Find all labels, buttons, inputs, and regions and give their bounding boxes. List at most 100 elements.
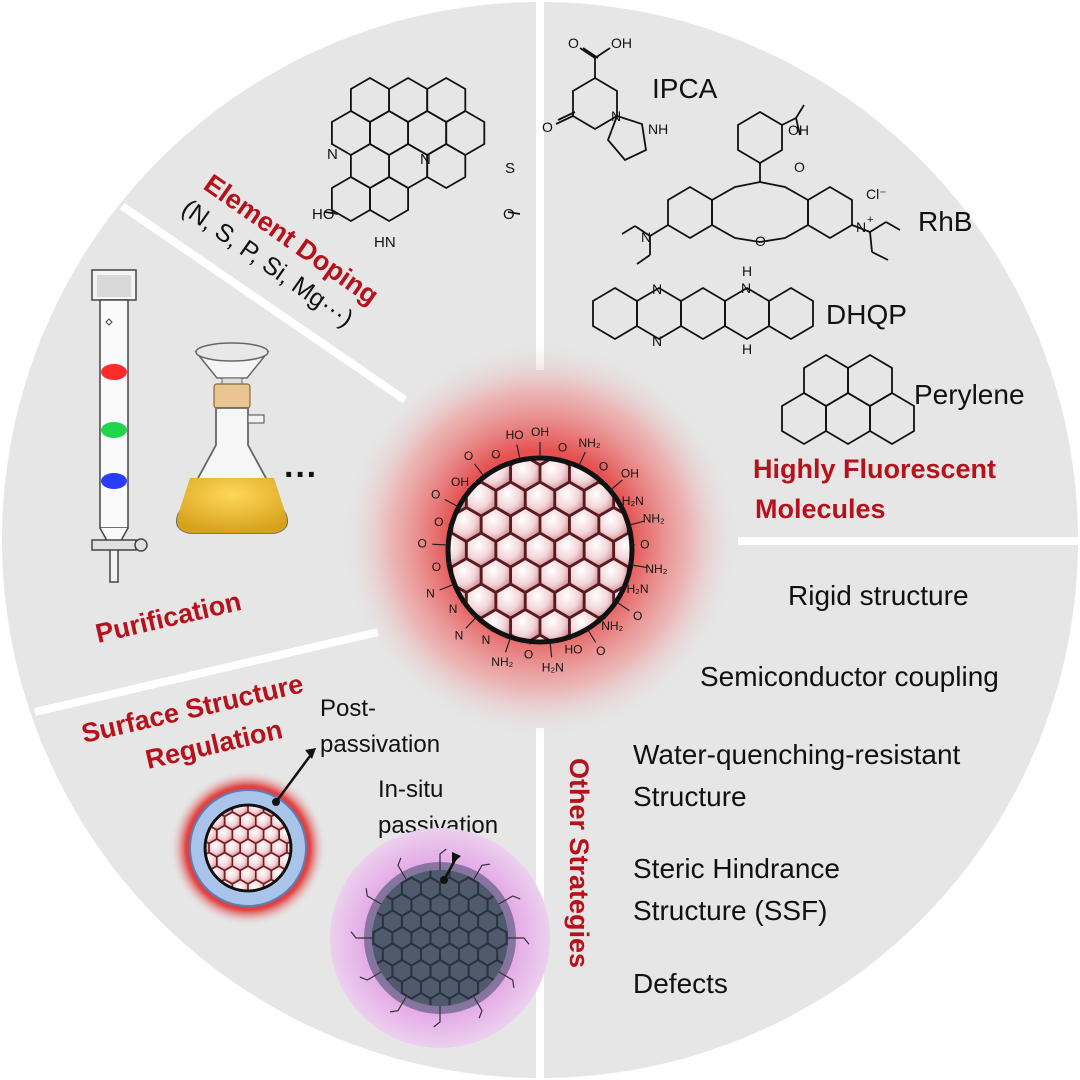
dhqp-structure <box>592 286 814 341</box>
core-bond <box>444 498 459 507</box>
doping-atom-s: S <box>505 160 515 177</box>
core-bond <box>595 474 598 477</box>
insitu-hexagon <box>430 992 450 1006</box>
rhb-structure <box>621 104 901 265</box>
core-bond <box>621 504 625 507</box>
core-functional-group: O <box>640 537 649 551</box>
ipca-atom-o: O <box>568 35 579 51</box>
core-functional-group: H₂N <box>627 582 649 596</box>
core-functional-group: O <box>599 459 608 473</box>
core-bond <box>467 488 470 491</box>
ipca-label: IPCA <box>652 73 718 104</box>
core-bond <box>629 520 645 526</box>
ipca-atom-n: N <box>611 108 621 124</box>
doping-atom-o: O <box>503 206 515 223</box>
core-functional-group: NH₂ <box>491 655 513 669</box>
fluorescent-molecules-section: O OH O N NH IPCA O OH N <box>542 35 1025 524</box>
post-hexagon <box>232 879 249 891</box>
insitu-ligand <box>473 863 490 880</box>
core-functional-group: NH₂ <box>579 436 601 450</box>
strategy-semiconductor-coupling: Semiconductor coupling <box>700 661 999 692</box>
doped-graphene-structure <box>324 76 521 223</box>
core-functional-group: O <box>558 441 567 455</box>
core-functional-group: H₂N <box>622 494 644 508</box>
rhb-atom-o: O <box>794 159 805 175</box>
core-bond <box>610 479 623 491</box>
core-functional-group: O <box>633 609 642 623</box>
purification-ellipsis: ··· <box>284 456 318 494</box>
core-bond <box>499 463 502 466</box>
core-functional-group: OH <box>621 467 639 481</box>
dhqp-label: DHQP <box>826 299 907 330</box>
insitu-ligand <box>498 895 521 905</box>
doping-group-hn: HN <box>374 234 396 251</box>
core-functional-group: O <box>524 647 533 661</box>
core-functional-group: OH <box>531 425 549 439</box>
insitu-ligand <box>397 857 407 880</box>
insitu-ligand <box>439 848 447 870</box>
rhb-label: RhB <box>918 206 972 237</box>
core-functional-group: O <box>464 449 473 463</box>
rhb-charge: + <box>867 214 873 226</box>
strategy-steric-hindrance-line1: Steric Hindrance <box>633 853 840 884</box>
rhb-atom-oh: OH <box>788 122 809 138</box>
core-functional-group: OH <box>451 475 469 489</box>
insitu-ligand <box>350 931 372 939</box>
core-functional-group: N <box>449 602 458 616</box>
rhb-counterion: Cl⁻ <box>866 186 887 202</box>
strategy-steric-hindrance-line2: Structure (SSF) <box>633 895 827 926</box>
doping-ring <box>369 175 410 223</box>
core-functional-group: O <box>431 488 440 502</box>
rhb-atom-n-plus: N <box>856 219 866 235</box>
insitu-ligand <box>498 971 515 988</box>
insitu-passivation-line1: In-situ <box>378 776 443 803</box>
core-functional-group: NH₂ <box>643 511 665 525</box>
core-bond <box>603 617 606 620</box>
core-bond <box>626 583 629 586</box>
core-bond <box>461 601 464 604</box>
post-passivation-line2: passivation <box>320 731 440 758</box>
doping-atom-n-pyridinic: N <box>327 146 338 163</box>
core-functional-group: NH₂ <box>645 562 667 576</box>
perylene-structure <box>781 353 915 446</box>
core-bond <box>616 601 630 612</box>
insitu-ligand <box>365 888 382 905</box>
core-functional-group: HO <box>506 428 524 442</box>
core-hexagon <box>524 634 556 642</box>
core-bond <box>448 524 451 526</box>
dhqp-atom-h1: H <box>742 263 752 279</box>
ipca-atom-nh: NH <box>648 121 668 137</box>
core-bond <box>569 637 571 641</box>
perylene-label: Perylene <box>914 379 1025 410</box>
fluorescent-title-line2: Molecules <box>755 494 886 524</box>
core-functional-group: HO <box>565 643 583 657</box>
dhqp-atom-h2: H <box>742 341 752 357</box>
red-band <box>101 364 127 380</box>
post-passivation-line1: Post- <box>320 695 376 722</box>
core-bond <box>516 444 521 460</box>
strategy-defects: Defects <box>633 968 728 999</box>
core-bond <box>504 637 511 653</box>
filter-flask <box>175 342 289 534</box>
core-functional-group: H₂N <box>542 660 564 674</box>
core-bond <box>549 642 553 658</box>
ipca-atom-o2: O <box>542 119 553 135</box>
core-bond <box>432 543 448 546</box>
core-functional-group: O <box>432 560 441 574</box>
core-bond <box>578 451 586 466</box>
rhb-atom-n: N <box>641 229 651 245</box>
core-bond <box>587 629 597 643</box>
core-functional-group: N <box>426 587 435 601</box>
doping-group-ho: HO <box>312 206 335 223</box>
strategy-water-quenching-line1: Water-quenching-resistant <box>633 739 961 770</box>
insitu-ligand <box>390 996 407 1013</box>
core-functional-group: NH₂ <box>601 619 623 633</box>
post-passivation-dot <box>170 748 326 926</box>
doping-ring <box>426 142 467 190</box>
insitu-ligand <box>433 1006 441 1028</box>
dhqp-atom-n3: N <box>741 280 751 296</box>
ipca-structure <box>555 47 647 162</box>
blue-band <box>101 473 127 489</box>
